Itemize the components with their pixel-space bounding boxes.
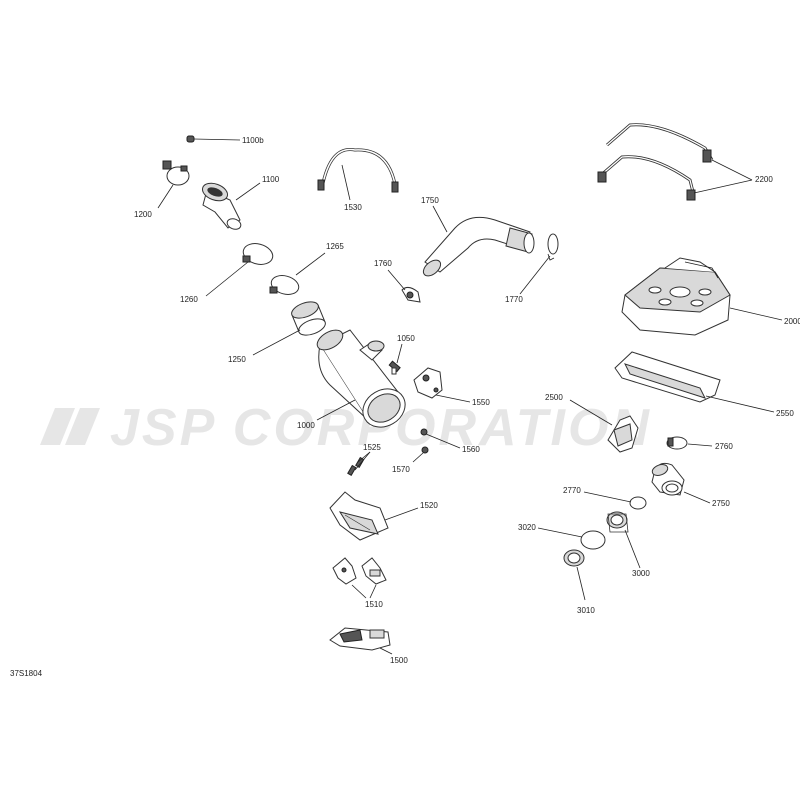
part-1260-clamp[interactable] xyxy=(241,240,275,267)
callout-1050: 1050 xyxy=(397,334,415,343)
callout-3000: 3000 xyxy=(632,569,650,578)
callout-2000: 2000 xyxy=(784,317,800,326)
callout-1500: 1500 xyxy=(390,656,408,665)
part-2550-heat-shield[interactable] xyxy=(614,351,721,403)
part-2770-clamp[interactable] xyxy=(629,496,647,510)
callout-1000: 1000 xyxy=(297,421,315,430)
part-1750-bent-pipe[interactable] xyxy=(420,216,535,279)
part-1760-clip[interactable] xyxy=(401,286,421,303)
callout-1770: 1770 xyxy=(505,295,523,304)
part-1550-bracket[interactable] xyxy=(413,367,443,399)
callout-3010: 3010 xyxy=(577,606,595,615)
callout-2200: 2200 xyxy=(755,175,773,184)
callout-2770: 2770 xyxy=(563,486,581,495)
callout-1760: 1760 xyxy=(374,259,392,268)
part-2750-elbow[interactable] xyxy=(651,462,685,496)
callout-2760: 2760 xyxy=(715,442,733,451)
callout-1560: 1560 xyxy=(462,445,480,454)
part-1510-brackets[interactable] xyxy=(332,557,387,585)
callout-1510: 1510 xyxy=(365,600,383,609)
part-1500-plate[interactable] xyxy=(329,627,391,651)
part-2000-muffler-box[interactable] xyxy=(621,257,731,336)
callout-1250: 1250 xyxy=(228,355,246,364)
part-2760-clamp[interactable] xyxy=(666,436,688,450)
part-1530-strap[interactable] xyxy=(317,148,399,193)
watermark-logo: JSP CORPORATION xyxy=(40,399,649,457)
callout-1260: 1260 xyxy=(180,295,198,304)
part-1770-clamp-ring[interactable] xyxy=(547,233,559,261)
callout-2750: 2750 xyxy=(712,499,730,508)
diagram-id: 37S1804 xyxy=(10,669,43,678)
callout-1520: 1520 xyxy=(420,501,438,510)
callout-1570: 1570 xyxy=(392,465,410,474)
part-1250-coupler-sleeve[interactable] xyxy=(289,299,327,339)
callout-1525: 1525 xyxy=(363,443,381,452)
callout-2550: 2550 xyxy=(776,409,794,418)
callout-1100b: 1100b xyxy=(242,136,264,145)
callout-1265: 1265 xyxy=(326,242,344,251)
part-3010-gasket[interactable] xyxy=(563,549,585,567)
callout-1530: 1530 xyxy=(344,203,362,212)
part-1100b-fastener[interactable] xyxy=(186,135,195,143)
part-3000-coupler[interactable] xyxy=(606,511,629,533)
part-1200-clamp[interactable] xyxy=(162,160,190,186)
callout-2500: 2500 xyxy=(545,393,563,402)
part-2500-bracket[interactable] xyxy=(607,415,639,453)
part-1520-heat-shield[interactable] xyxy=(329,491,389,541)
callout-1200: 1200 xyxy=(134,210,152,219)
callout-1550: 1550 xyxy=(472,398,490,407)
part-1050-sensor[interactable] xyxy=(388,360,401,375)
callout-3020: 3020 xyxy=(518,523,536,532)
part-3020-ring[interactable] xyxy=(580,530,606,550)
callout-1100: 1100 xyxy=(262,175,280,184)
part-1265-clamp[interactable] xyxy=(269,273,301,298)
part-1525-bolts[interactable] xyxy=(347,456,365,477)
part-1000-muffler[interactable] xyxy=(314,326,412,435)
part-1100-inlet-tube[interactable] xyxy=(200,180,242,231)
part-1570-nut[interactable] xyxy=(421,446,429,454)
part-1560-washer[interactable] xyxy=(420,428,428,436)
part-2200-straps[interactable] xyxy=(597,123,714,201)
callout-1750: 1750 xyxy=(421,196,439,205)
